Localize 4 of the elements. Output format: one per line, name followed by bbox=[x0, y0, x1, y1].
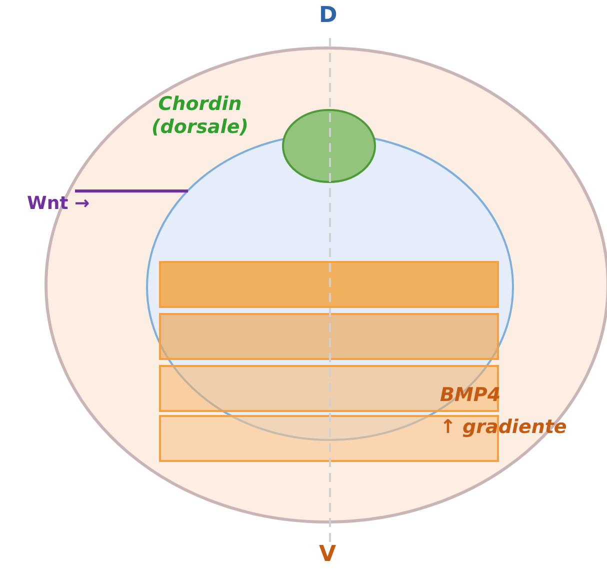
axis-label: D bbox=[319, 3, 338, 30]
gene-label: Chordin (dorsale) bbox=[150, 93, 250, 139]
axis-label: V bbox=[319, 542, 336, 568]
signal-label: Wnt → bbox=[27, 193, 90, 215]
